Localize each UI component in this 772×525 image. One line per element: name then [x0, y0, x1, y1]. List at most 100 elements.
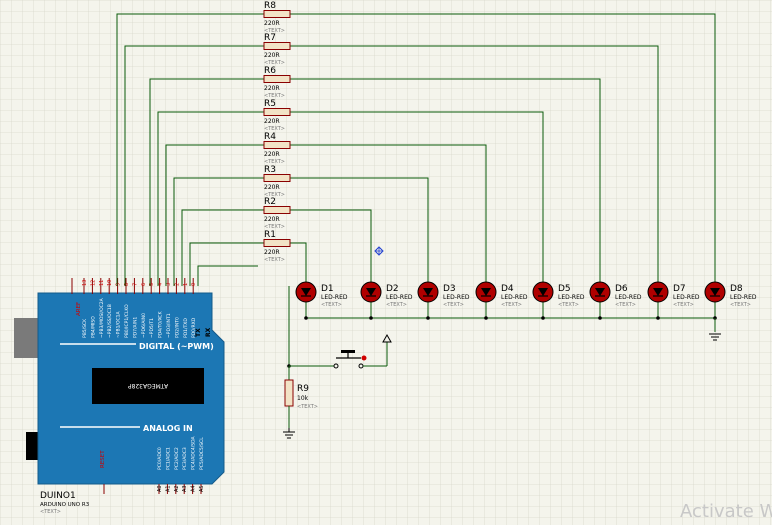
led-triangle [710, 288, 720, 296]
wire [173, 177, 429, 286]
digital-pin-number: 4 [158, 283, 164, 286]
resistor-body [263, 108, 291, 116]
resistor-text: <TEXT> [264, 224, 285, 230]
resistor-name: R3 [264, 165, 276, 175]
digital-pin-number: 12 [90, 280, 96, 286]
led-name: D7 [673, 284, 686, 294]
r9-text: <TEXT> [297, 404, 318, 410]
wires [116, 13, 716, 368]
analog-pin-name: PC5/ADC5/SCL [199, 437, 205, 470]
resistor-name: R4 [264, 132, 276, 142]
digital-pin-number: 13 [82, 280, 88, 286]
digital-pin-name: PB4/MISO [90, 316, 96, 338]
resistor-r7[interactable]: R7 220R<TEXT> [263, 33, 291, 66]
resistor-name: R7 [264, 33, 276, 43]
ground-symbol [709, 318, 721, 341]
wire [197, 265, 258, 286]
led-name: D2 [386, 284, 399, 294]
resistor-name: R5 [264, 99, 276, 109]
analog-pin-label: A0 [157, 485, 163, 492]
junction-dot [656, 316, 660, 320]
r9-value: 10k [297, 395, 309, 402]
wire [165, 144, 487, 286]
resistor-text: <TEXT> [264, 126, 285, 132]
wire [116, 13, 716, 286]
ground-symbol [283, 428, 295, 439]
resistor-value: 220R [264, 216, 280, 223]
digital-pin-name: PB0/ICP1/CLKO [124, 304, 130, 338]
led-name: D1 [321, 284, 334, 294]
digital-pin-number: 9 [116, 283, 122, 286]
resistor-text: <TEXT> [264, 93, 285, 99]
analog-pin-label: A5 [199, 485, 205, 492]
led-text: <TEXT> [443, 302, 464, 308]
resistor-bank: R1220R<TEXT>R2220R<TEXT>R3220R<TEXT>R422… [263, 1, 291, 263]
resistor-body [263, 10, 291, 18]
led-name: D4 [501, 284, 514, 294]
led-name: D3 [443, 284, 456, 294]
resistor-body [263, 75, 291, 83]
digital-pin-name: ~PD5/T1 [149, 318, 155, 338]
digital-label: DIGITAL (~PWM) [139, 342, 214, 351]
resistor-text: <TEXT> [264, 28, 285, 34]
digital-pin-name: PD4/T0/XCK [158, 310, 164, 338]
analog-pin-name: PC4/ADC4/SDA [191, 435, 197, 470]
digital-pin-number: 3 [166, 283, 172, 286]
digital-pin-name: ~PD3/INT1 [166, 313, 172, 338]
watermark: Activate W [680, 501, 772, 522]
wire [181, 209, 372, 286]
led-triangle [423, 288, 433, 296]
led-text: <TEXT> [558, 302, 579, 308]
resistor-text: <TEXT> [264, 159, 285, 165]
resistor-value: 220R [264, 118, 280, 125]
digital-pin-name: PD1/TXD [183, 318, 189, 338]
push-button[interactable] [289, 333, 392, 369]
digital-pin-name: PD0/RXD [191, 317, 197, 338]
wire [189, 242, 307, 286]
analog-pin-label: A2 [174, 485, 180, 492]
resistor-r5[interactable]: R5 220R<TEXT> [263, 99, 291, 132]
led-triangle [595, 288, 605, 296]
led-type: LED-RED [501, 294, 528, 301]
led-text: <TEXT> [673, 302, 694, 308]
resistor-value: 220R [264, 20, 280, 27]
led-type: LED-RED [321, 294, 348, 301]
resistor-name: R1 [264, 230, 276, 240]
led-text: <TEXT> [321, 302, 342, 308]
origin-marker [374, 246, 384, 256]
digital-pin-number: 11 [99, 280, 105, 286]
digital-pin-number: 0 [191, 283, 197, 286]
resistor-body [263, 206, 291, 214]
resistor-text: <TEXT> [264, 60, 285, 66]
led-text: <TEXT> [386, 302, 407, 308]
digital-pin-name: ~PB2/SS/OC1B [107, 304, 113, 338]
analog-pin-name: PC0/ADC0 [157, 447, 163, 470]
resistor-r4[interactable]: R4 220R<TEXT> [263, 132, 291, 165]
analog-label: ANALOG IN [143, 424, 193, 433]
arduino-uno[interactable]: ATMEGA328P DIGITAL (~PWM) ANALOG IN TX R… [14, 278, 225, 515]
resistor-value: 220R [264, 151, 280, 158]
resistor-value: 220R [264, 52, 280, 59]
junction-dot [369, 316, 373, 320]
arduino-ref: DUINO1 [40, 491, 76, 501]
wire [157, 111, 544, 286]
resistor-r9[interactable]: R9 10k <TEXT> [284, 366, 318, 428]
resistor-text: <TEXT> [264, 192, 285, 198]
led-bank: D1LED-RED<TEXT>D2LED-RED<TEXT>D3LED-RED<… [295, 281, 757, 320]
resistor-value: 220R [264, 249, 280, 256]
digital-pin-number: 1 [183, 283, 189, 286]
